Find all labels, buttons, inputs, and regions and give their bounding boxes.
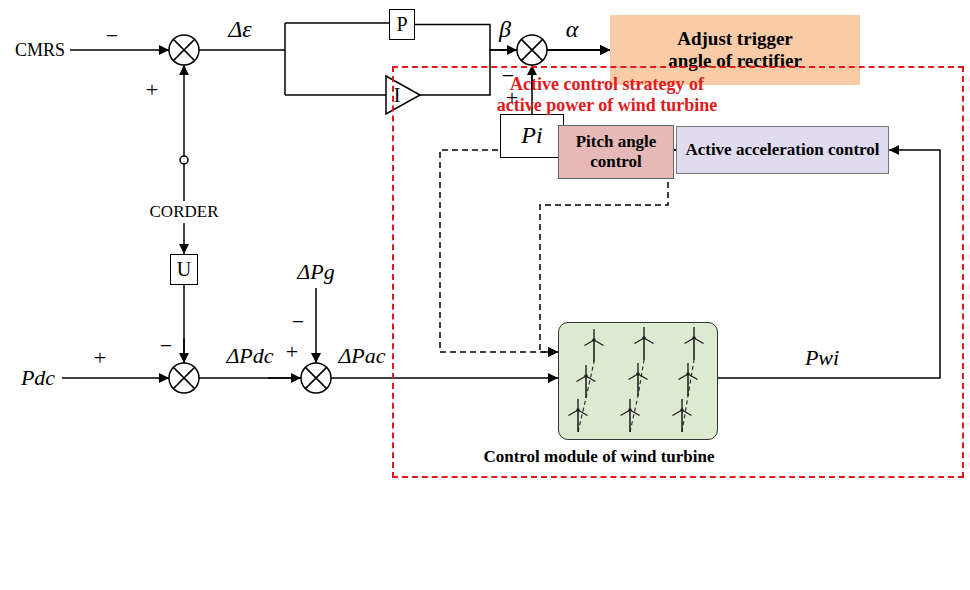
- input-wire: [62, 377, 169, 379]
- signal-label: β: [499, 17, 511, 42]
- sign-label: +: [94, 346, 106, 369]
- wind-farm-ground: [558, 322, 718, 440]
- sign-label: −: [292, 310, 304, 333]
- branch-wire: [199, 23, 389, 95]
- signal-label: α: [566, 17, 579, 42]
- signal-label: ΔPac: [338, 344, 385, 367]
- arrow-stub: [183, 338, 185, 363]
- sign-label: +: [506, 86, 518, 109]
- node-text: U: [177, 258, 191, 281]
- signal-label: CORDER: [147, 201, 222, 223]
- node-text: Active acceleration control: [685, 140, 879, 160]
- signal-label: Pdc: [21, 366, 55, 389]
- arrow-stub: [500, 49, 517, 51]
- wind-turbine-array: [569, 327, 704, 432]
- node-text: Active control strategy of active power …: [492, 74, 722, 115]
- dashed-connector: [440, 150, 558, 352]
- node-text: I: [394, 84, 413, 107]
- input-wire: [315, 288, 317, 363]
- arrow-stub: [268, 377, 301, 379]
- strategy-region: Active control strategy of active power …: [392, 66, 964, 478]
- signal-label: ΔPg: [297, 260, 334, 283]
- gain-box: P: [389, 9, 415, 40]
- sign-label: +: [146, 78, 158, 101]
- sign-label: +: [286, 340, 298, 363]
- signal-label: ΔPdc: [226, 344, 273, 367]
- setpoint-box: Pi: [500, 114, 564, 158]
- sign-label: −: [502, 64, 514, 87]
- node-text: Control module of wind turbine: [439, 447, 759, 467]
- node-text: Pi: [521, 122, 542, 150]
- node-text: P: [396, 13, 407, 36]
- signal-label: CMRS: [15, 41, 65, 60]
- gain-box: U: [170, 254, 198, 285]
- acceleration-control-box: Active acceleration control: [676, 126, 889, 174]
- signal-connector: [415, 25, 610, 51]
- feedback-wire: [183, 65, 185, 156]
- pitch-control-box: Pitch angle control: [558, 125, 674, 179]
- summing-junction: [169, 35, 547, 393]
- signal-connector: [718, 150, 940, 378]
- signal-connector: [184, 285, 558, 378]
- signal-label: Δε: [228, 17, 252, 42]
- wind-farm-box: Control module of wind turbine: [558, 322, 718, 440]
- input-wire: [70, 49, 169, 51]
- sign-label: −: [160, 334, 172, 357]
- signal-label: Pwi: [805, 346, 839, 369]
- node-text: Pitch angle control: [559, 132, 673, 171]
- sign-label: −: [106, 24, 118, 47]
